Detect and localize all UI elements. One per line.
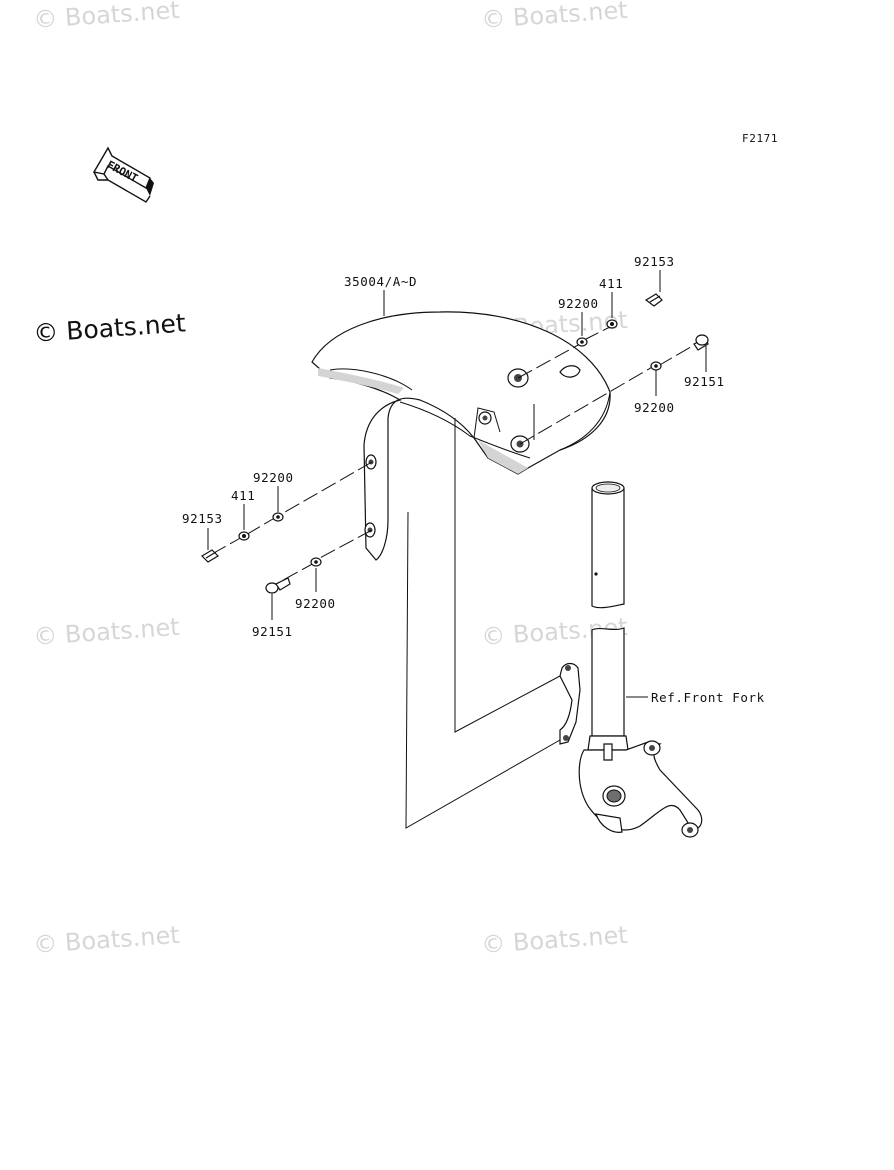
callout-lower-washer: 92200 [295, 596, 336, 611]
assembly-lines [211, 325, 697, 829]
callout-fork-ref: Ref.Front Fork [651, 690, 765, 705]
watermark: © Boats.net [32, 0, 180, 34]
callout-right-washer: 92200 [634, 400, 675, 415]
watermark: © Boats.net [32, 921, 180, 959]
watermark: © Boats.net [480, 921, 628, 959]
figure-code: F2171 [742, 132, 778, 145]
front-fork [559, 481, 703, 838]
watermark-dark: © Boats.net [32, 308, 186, 348]
watermark: © Boats.net [480, 0, 628, 34]
hardware-parts [201, 293, 709, 594]
leader-lines [207, 270, 707, 698]
watermark: © Boats.net [32, 613, 180, 651]
callout-left-bolt: 92153 [182, 511, 223, 526]
callout-left-washer: 92200 [253, 470, 294, 485]
callout-left-collar: 411 [231, 488, 255, 503]
callout-top-right-collar: 411 [599, 276, 623, 291]
callout-top-right-bolt: 92153 [634, 254, 675, 269]
front-arrow-icon: FRONT [92, 146, 154, 203]
callout-labels: 35004/A~D 92153 411 92200 92151 92200 92… [182, 254, 765, 705]
watermark-group: © Boats.net © Boats.net © Boats.net © Bo… [32, 0, 628, 959]
callout-top-right-washer: 92200 [558, 296, 599, 311]
callout-lower-bolt: 92151 [252, 624, 293, 639]
callout-right-bolt: 92151 [684, 374, 725, 389]
front-fender [311, 311, 611, 561]
callout-fender: 35004/A~D [344, 274, 417, 289]
